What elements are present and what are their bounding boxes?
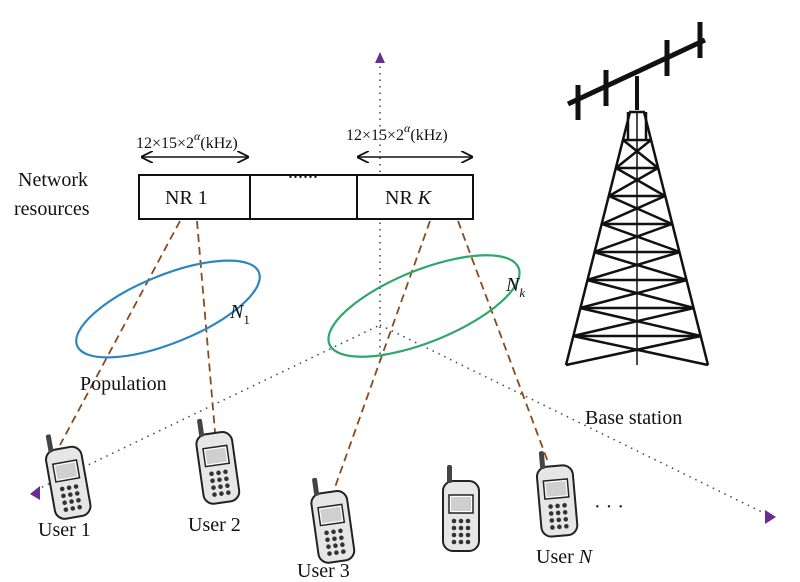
user-2-label: User 2 <box>188 514 241 536</box>
nr-gap-dots: ...... <box>288 161 318 183</box>
user-2-phone-icon <box>191 413 242 507</box>
network-resource-bar <box>138 174 474 220</box>
user-idle-phone-icon <box>442 464 480 552</box>
nr-block-1-label: NR 1 <box>165 187 208 209</box>
link-nr1-user2 <box>196 220 216 433</box>
network-resources-label-line1: Network <box>18 169 88 191</box>
population-ellipse-k <box>327 254 521 358</box>
axis-marker-left-icon <box>30 486 40 500</box>
population-label-n1: N1 <box>229 301 250 327</box>
nr-block-k-label: NR K <box>385 187 433 209</box>
population-label: Population <box>80 373 167 395</box>
user-3-label: User 3 <box>297 560 350 582</box>
bandwidth-label-left: 12×15×2α(kHz) <box>136 129 238 152</box>
user-3-phone-icon <box>306 472 357 566</box>
link-nrk-userN <box>457 220 549 463</box>
user-n-phone-icon <box>533 447 580 539</box>
network-resources-label-line2: resources <box>14 198 90 220</box>
more-users-dots: · · · <box>594 496 624 518</box>
population-label-nk: Nk <box>505 274 525 300</box>
user-1-phone-icon <box>40 428 94 522</box>
axis-marker-right-icon <box>765 510 776 524</box>
population-ellipse-1 <box>75 259 261 359</box>
dashed-links <box>59 220 549 491</box>
user-1-label: User 1 <box>38 519 91 541</box>
link-nr1-user1 <box>59 220 181 446</box>
bandwidth-label-right: 12×15×2α(kHz) <box>346 121 448 144</box>
base-station-tower-icon <box>564 22 710 367</box>
axis-marker-top-icon <box>375 52 385 63</box>
user-n-label: User N <box>536 546 594 568</box>
right-axis-line <box>379 324 769 516</box>
link-nrk-user3 <box>333 220 431 491</box>
base-station-label: Base station <box>585 407 682 429</box>
